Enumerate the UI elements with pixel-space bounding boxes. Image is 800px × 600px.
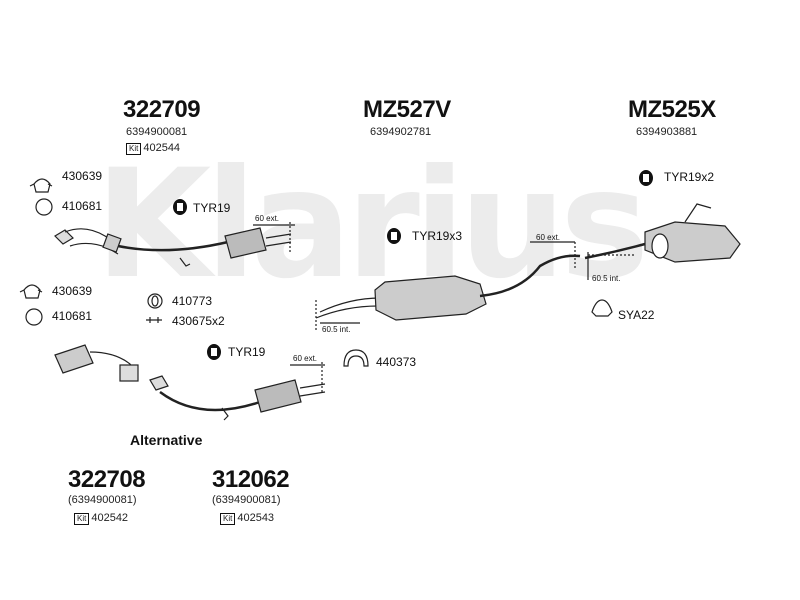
part-label: 410681 [62, 199, 103, 213]
brand-watermark: Klarius [95, 138, 649, 312]
middle-silencer [315, 254, 581, 321]
kit-badge: Kit [126, 143, 142, 155]
ring-icon [35, 198, 53, 216]
catalytic-converter-bottom [54, 344, 326, 421]
oe-number: 6394903881 [636, 126, 698, 138]
group-code-mz525x: MZ525X [628, 96, 716, 123]
part-label: TYR19 [193, 201, 231, 215]
group-code-322709: 322709 [123, 96, 201, 123]
part-label: 430639 [52, 284, 93, 298]
alternative-heading: Alternative [130, 432, 203, 448]
part-label: TYR19x2 [664, 170, 715, 184]
dimension-label: 60 ext. [536, 233, 561, 242]
part-label: TYR19 [228, 345, 266, 359]
group-code-mz527v: MZ527V [363, 96, 451, 123]
bolt-icon [146, 317, 162, 323]
kit-badge: Kit [74, 513, 90, 525]
bracket-icon [343, 349, 369, 367]
catalytic-converter-top [54, 227, 292, 267]
part-label: 410773 [172, 294, 213, 308]
oe-number: (6394900081) [212, 494, 281, 506]
part-label: 430675x2 [172, 314, 225, 328]
dimension-label: 60 ext. [255, 214, 280, 223]
oe-number: (6394900081) [68, 494, 137, 506]
group-code-312062: 312062 [212, 466, 290, 493]
dimension-label: 60.5 int. [592, 274, 621, 283]
part-label: TYR19x3 [412, 229, 463, 243]
part-label: 430639 [62, 169, 103, 183]
dimension-label: 60.5 int. [322, 325, 351, 334]
rear-silencer [584, 203, 741, 263]
ring-icon [25, 308, 43, 326]
group-code-322708: 322708 [68, 466, 146, 493]
part-label: 410681 [52, 309, 93, 323]
clamp-icon [29, 178, 53, 193]
hanger-icon [591, 299, 613, 317]
oe-number: 6394902781 [370, 126, 432, 138]
dimension-label: 60 ext. [293, 354, 318, 363]
oe-number: 6394900081 [126, 126, 188, 138]
clamp-icon [19, 284, 43, 299]
part-label: 440373 [376, 355, 417, 369]
part-label: SYA22 [618, 308, 655, 322]
kit-badge: Kit [220, 513, 236, 525]
